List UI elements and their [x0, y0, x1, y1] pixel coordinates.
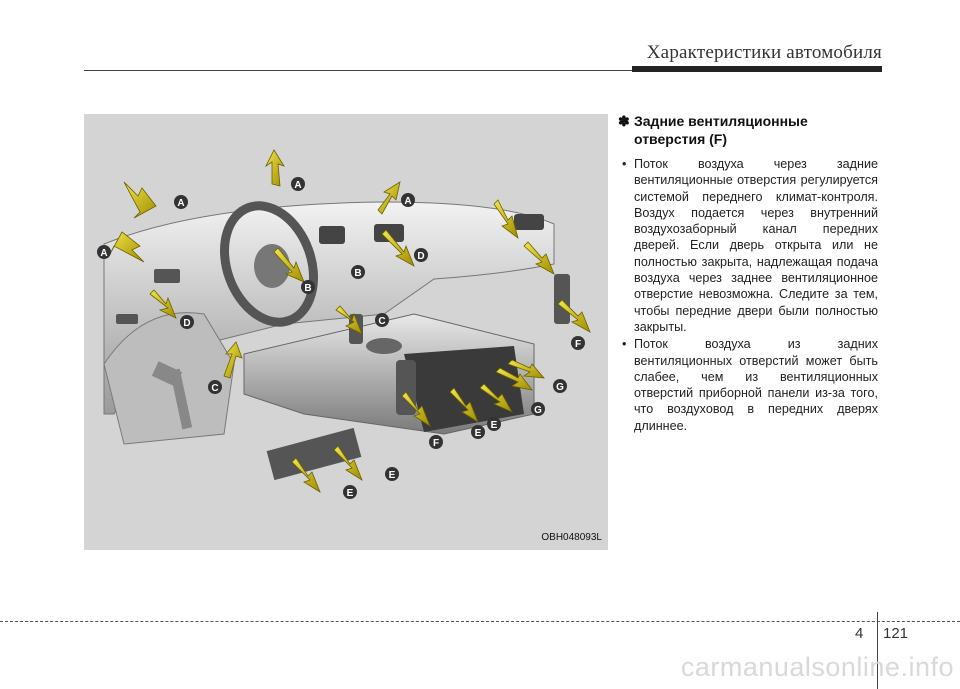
svg-text:G: G — [534, 405, 542, 416]
figure-caption: OBH048093L — [541, 532, 602, 543]
callout-c-1: C — [375, 313, 389, 327]
header-bar — [632, 66, 882, 72]
svg-text:E: E — [491, 420, 498, 431]
note-mark-icon: ✽ — [618, 113, 630, 129]
svg-text:B: B — [304, 283, 311, 294]
svg-text:C: C — [378, 316, 385, 327]
header-rule — [84, 70, 880, 71]
watermark: carmanualsonline.info — [680, 652, 954, 682]
callout-f-2: F — [429, 435, 443, 449]
bullet-item: Поток воздуха из задних вентиляционных о… — [618, 336, 878, 434]
footer-rule — [0, 621, 960, 622]
callout-a-4: A — [401, 193, 415, 207]
svg-text:B: B — [354, 268, 361, 279]
callout-b-1: B — [351, 265, 365, 279]
callout-d-1: D — [180, 315, 194, 329]
svg-text:A: A — [294, 180, 301, 191]
svg-text:E: E — [475, 428, 482, 439]
bullet-list: Поток воздуха через задние вентиляционны… — [618, 156, 878, 434]
callout-a-3: A — [291, 177, 305, 191]
svg-text:E: E — [389, 470, 396, 481]
svg-text:A: A — [177, 198, 184, 209]
dashboard-airflow-illustration: A A A A B B C C D D E E E E F F G G OBH0… — [84, 114, 608, 550]
page-number: 121 — [883, 625, 909, 642]
callout-e-1: E — [471, 425, 485, 439]
callout-a-2: A — [97, 245, 111, 259]
svg-text:D: D — [183, 318, 190, 329]
callout-e-2: E — [487, 417, 501, 431]
bullet-item: Поток воздуха через задние вентиляционны… — [618, 156, 878, 335]
section-title: ✽ Задние вентиляционные отверстия (F) — [618, 112, 878, 148]
svg-text:C: C — [211, 383, 218, 394]
callout-f-1: F — [571, 336, 585, 350]
svg-text:A: A — [404, 196, 411, 207]
callout-g-1: G — [553, 379, 567, 393]
svg-text:F: F — [433, 438, 439, 449]
chapter-number: 4 — [855, 625, 864, 642]
callout-e-4: E — [343, 485, 357, 499]
callout-e-3: E — [385, 467, 399, 481]
svg-text:G: G — [556, 382, 564, 393]
callout-d-2: D — [414, 248, 428, 262]
callout-a-1: A — [174, 195, 188, 209]
page-header-title: Характеристики автомобиля — [646, 42, 882, 63]
svg-text:A: A — [100, 248, 107, 259]
callout-g-2: G — [531, 402, 545, 416]
illustration-drawing: A A A A B B C C D D E E E E F F G G — [97, 149, 591, 499]
section-title-text: Задние вентиляционные отверстия (F) — [634, 113, 808, 147]
rear-vents-section: ✽ Задние вентиляционные отверстия (F) По… — [618, 112, 878, 435]
svg-text:D: D — [417, 251, 424, 262]
steering-wheel — [220, 201, 318, 327]
callout-b-2: B — [301, 280, 315, 294]
footer-divider — [877, 612, 878, 689]
callout-c-2: C — [208, 380, 222, 394]
svg-text:E: E — [347, 488, 354, 499]
svg-text:F: F — [575, 339, 581, 350]
